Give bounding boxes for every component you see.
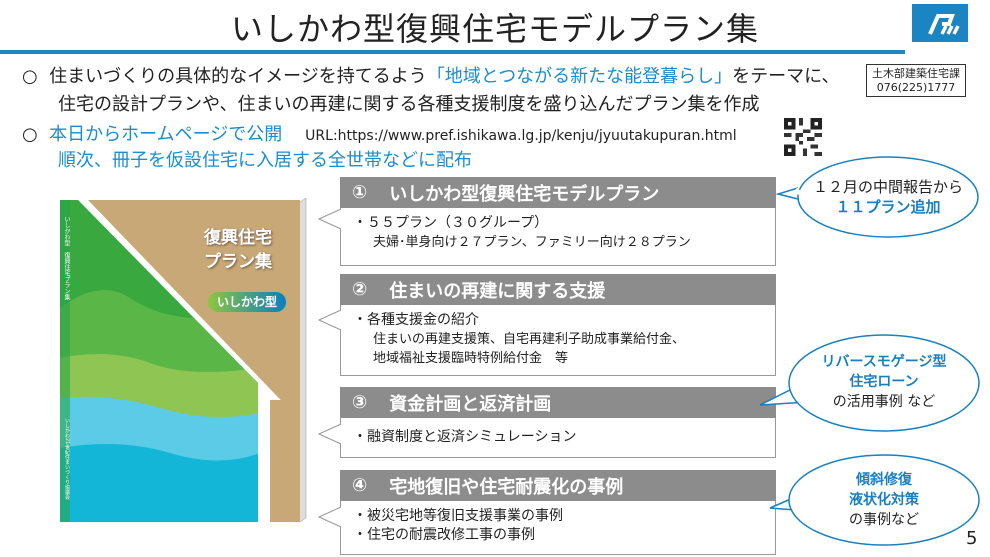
section-3-body: ・融資制度と返済シミュレーション [340,418,776,458]
callout-2-bubble [788,334,980,432]
bullet-1-line-1: ○ 住まいづくりの具体的なイメージを持てるよう「地域とつながる新たな能登暮らし」… [22,66,840,87]
bullet-2-line-1: ○ 本日からホームページで公開 URL:https://www.pref.ish… [22,124,737,145]
booklet-title-2: プラン集 [204,252,272,272]
callout-3-bubble [788,454,980,546]
callout-1: １２月の中間報告から １１プラン追加 [798,177,978,217]
callout-2-highlight: 住宅ローン [849,374,919,390]
booklet-spine-publisher: いしかわ21世紀住まいづくり協議会 [64,418,70,500]
section-1-body: ・５５プラン（３０グループ） 夫婦･単身向け２７プラン、ファミリー向け２８プラン [340,208,776,266]
callout-1-text: １２月の中間報告から [812,178,963,196]
callout-3-highlight: 傾斜修復 [856,472,912,488]
callout-1-bubble [797,156,979,238]
qr-code-icon[interactable] [784,117,822,157]
section-1-notch [318,208,342,230]
section-3-line: ・融資制度と返済シミュレーション [353,429,577,445]
title-divider [0,50,905,54]
plan-url-link[interactable]: URL:https://www.pref.ishikawa.lg.jp/kenj… [305,128,737,144]
contact-phone: 076(225)1777 [876,81,956,94]
section-2-sub: 住まいの再建支援策、自宅再建利子助成事業給付金、 [373,332,686,347]
bullet-1-line-2: 住宅の設計プランや、住まいの再建に関する各種支援制度を盛り込んだプラン集を作成 [58,94,760,115]
callout-3-text: の事例など [849,512,919,528]
section-4-line: ・住宅の耐震改修工事の事例 [353,527,535,543]
callout-3: 傾斜修復 液状化対策 の事例など [794,470,974,530]
section-4-notch [318,506,342,528]
section-1-sub: 夫婦･単身向け２７プラン、ファミリー向け２８プラン [373,235,691,250]
page-number: 5 [966,528,978,549]
callout-3-highlight: 液状化対策 [849,492,919,508]
booklet-badge: いしかわ型 [216,295,277,309]
callout-2-highlight: リバースモゲージ型 [821,354,947,370]
callout-2-text: の活用事例 など [832,394,936,410]
booklet-title-1: 復興住宅 [204,228,272,248]
section-2-notch [318,309,342,331]
contact-box: 土木部建築住宅課 076(225)1777 [866,64,966,97]
callout-bubbles [760,156,980,546]
section-4-body: ・被災宅地等復旧支援事業の事例 ・住宅の耐震改修工事の事例 [340,501,776,555]
section-2-sub: 地域福祉支援臨時特例給付金 等 [373,351,569,366]
bullet-2-line-2: 順次、冊子を仮設住宅に入居する全世帯などに配布 [58,150,472,171]
contact-dept: 土木部建築住宅課 [872,67,960,80]
plan-booklet-cover: 復興住宅 プラン集 いしかわ型 いしかわ型 復興住宅プラン集 いしかわ21世紀住… [60,197,308,528]
callout-1-highlight: １１プラン追加 [835,198,941,216]
section-4-line: ・被災宅地等復旧支援事業の事例 [353,508,563,524]
callout-2: リバースモゲージ型 住宅ローン の活用事例 など [794,352,974,412]
slide-title: いしかわ型復興住宅モデルプラン集 [230,10,759,48]
section-3-notch [318,423,342,445]
booklet-spine-title: いしかわ型 復興住宅プラン集 [63,216,70,300]
section-1-line: ・５５プラン（３０グループ） [353,215,549,231]
ishikawa-logo-icon [912,4,968,42]
section-2-line: ・各種支援金の紹介 [353,312,479,328]
section-2-body: ・各種支援金の紹介 住まいの再建支援策、自宅再建利子助成事業給付金、 地域福祉支… [340,305,776,376]
